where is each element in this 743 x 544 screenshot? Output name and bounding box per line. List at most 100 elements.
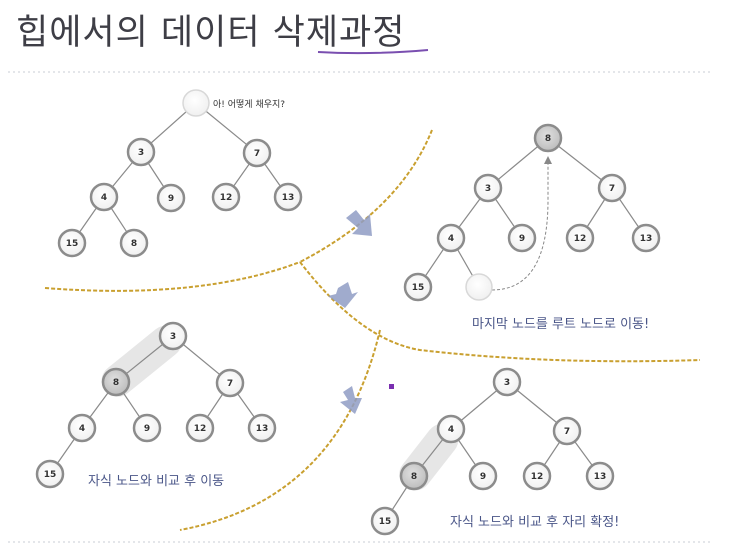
heap-node: 15 [403,272,433,302]
heap-node: 9 [132,413,162,443]
heap-node: 3 [473,173,503,203]
node-value: 9 [168,194,174,204]
node-circle [126,137,156,167]
node-circle [156,183,186,213]
node-value: 4 [448,425,454,435]
node-circle [465,273,493,301]
node-circle [185,413,215,443]
heap-node: 15 [35,459,65,489]
heap-node: 3 [126,137,156,167]
node-value: 12 [194,424,207,434]
heap-node: 4 [436,223,466,253]
node-circle [522,461,552,491]
dashed-separator-bottom [179,329,381,531]
node-circle [403,272,433,302]
heap-node: 8 [119,228,149,258]
step-arrow-icon [328,282,358,308]
step-arrow-icon [346,210,372,236]
node-circle [436,223,466,253]
node-value: 13 [640,234,653,244]
heap-node: 13 [273,182,303,212]
node-value: 9 [519,234,525,244]
heap-node: 9 [507,223,537,253]
node-circle [473,173,503,203]
title-underline [317,49,429,55]
heap-node: 15 [370,506,400,536]
node-circle [132,413,162,443]
node-value: 3 [485,184,491,194]
node-circle [370,506,400,536]
heap-node: 15 [57,228,87,258]
node-circle [533,123,563,153]
heap-node: 12 [185,413,215,443]
heap-node: 13 [247,413,277,443]
node-circle [399,461,429,491]
node-value: 3 [170,332,176,342]
node-value: 7 [227,379,233,389]
node-value: 7 [564,427,570,437]
node-value: 8 [545,134,551,144]
heap-node: 9 [156,183,186,213]
node-value: 12 [574,234,587,244]
node-value: 4 [101,193,107,203]
heap-node: 12 [522,461,552,491]
heap-node: 9 [468,461,498,491]
node-circle [35,459,65,489]
heap-node: 12 [565,223,595,253]
node-value: 3 [138,148,144,158]
node-circle [468,461,498,491]
node-value: 13 [594,472,607,482]
node-circle [182,89,210,117]
node-circle [436,414,466,444]
node-circle [597,173,627,203]
heap-node: 7 [242,138,272,168]
heap-node: 12 [211,182,241,212]
node-circle [565,223,595,253]
node-circle [507,223,537,253]
node-circle [119,228,149,258]
node-circle [492,367,522,397]
heap-node: 4 [67,413,97,443]
heap-node: 13 [585,461,615,491]
heap-node: 7 [597,173,627,203]
node-value: 15 [412,283,425,293]
node-circle [101,367,131,397]
node-value: 3 [504,378,510,388]
node-circle [585,461,615,491]
node-circle [247,413,277,443]
node-value: 12 [531,472,544,482]
node-value: 4 [79,424,85,434]
node-value: 13 [282,193,295,203]
node-circle [89,182,119,212]
node-circle [211,182,241,212]
node-value: 8 [113,378,119,388]
heap-node: 4 [436,414,466,444]
dashed-separator-top [299,129,433,263]
node-value: 7 [609,184,615,194]
node-value: 8 [131,239,137,249]
heap-node [182,89,210,117]
node-circle [552,416,582,446]
heap-node: 4 [89,182,119,212]
page-title: 힙에서의 데이터 삭제과정 [16,13,406,53]
node-circle [67,413,97,443]
step-caption: 자식 노드와 비교 후 자리 확정! [450,515,619,530]
node-value: 15 [66,239,79,249]
heap-node: 8 [533,123,563,153]
heap-node: 3 [492,367,522,397]
step-caption: 자식 노드와 비교 후 이동 [88,474,224,489]
node-value: 7 [254,149,260,159]
heap-node: 7 [215,368,245,398]
cursor-marker [389,384,394,389]
heap-node [465,273,493,301]
node-circle [215,368,245,398]
node-circle [273,182,303,212]
node-circle [631,223,661,253]
dashed-separator-right [299,261,701,363]
step-caption: 마지막 노드를 루트 노드로 이동! [472,317,649,332]
node-value: 4 [448,234,454,244]
heap-node: 3 [158,321,188,351]
arrowhead-icon [544,156,552,164]
node-circle [57,228,87,258]
